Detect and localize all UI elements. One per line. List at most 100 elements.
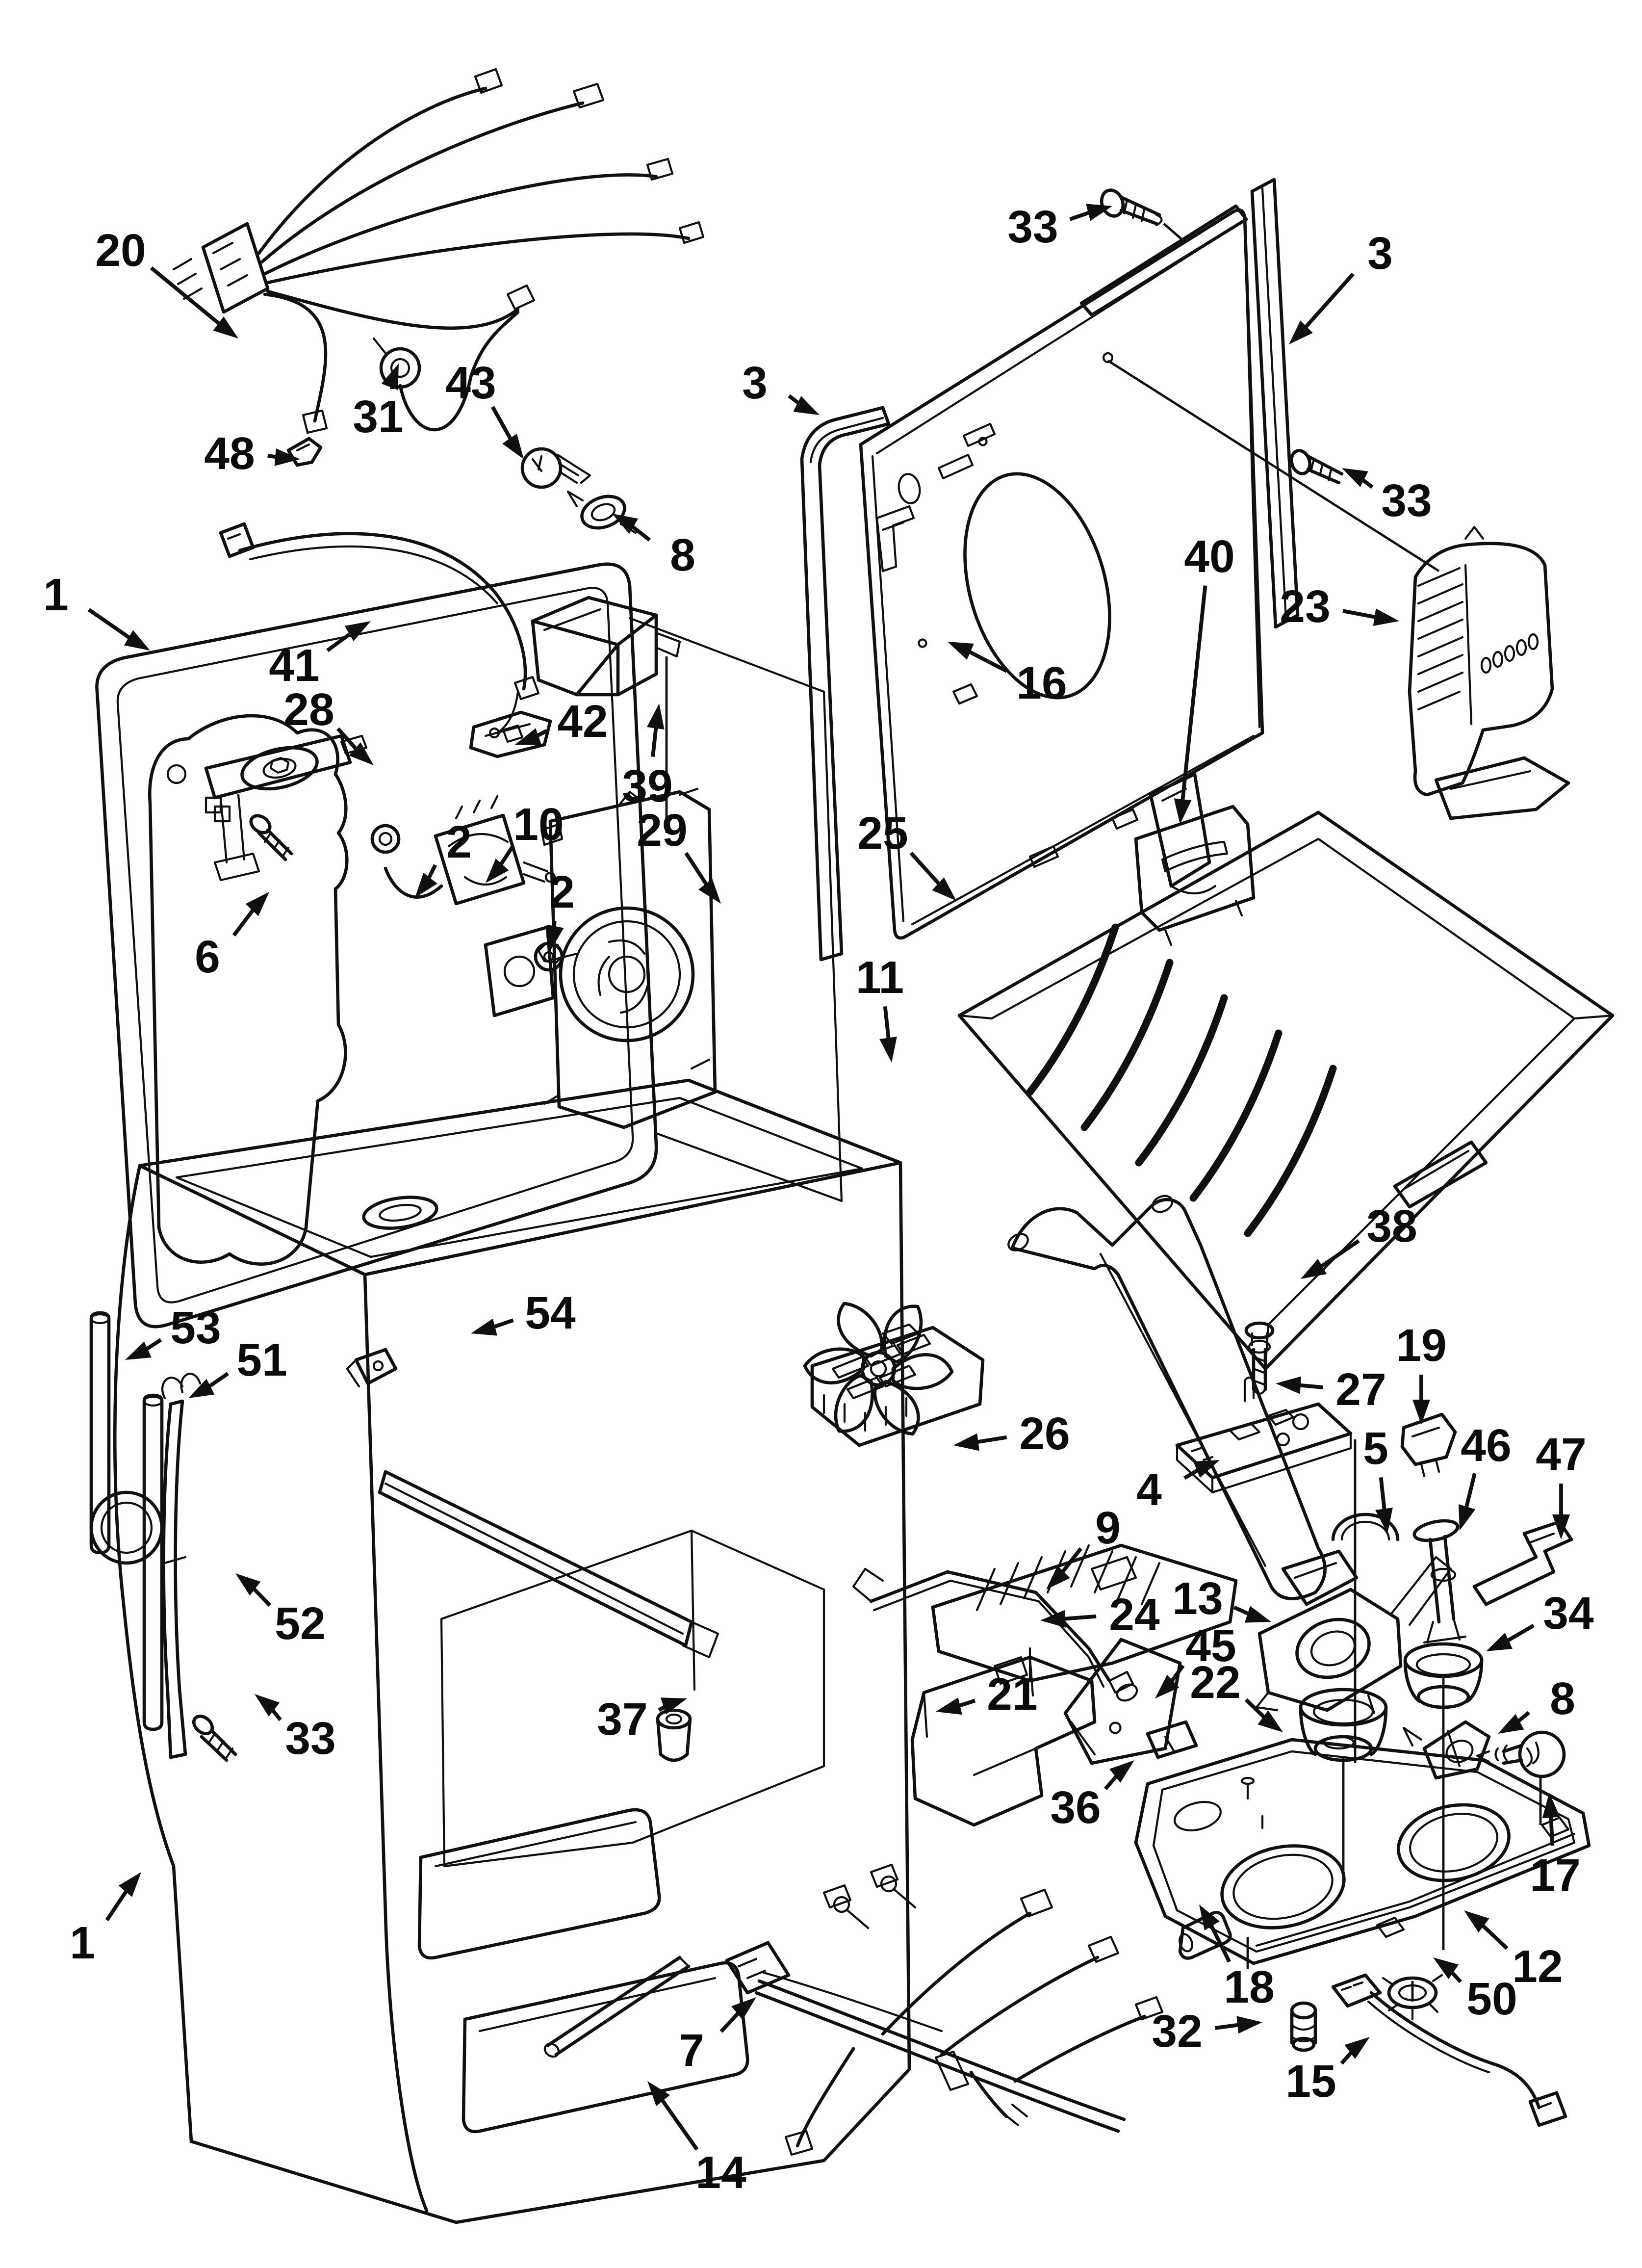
callout-7: 7 [679, 1997, 756, 2076]
callout-arrowhead [793, 396, 820, 415]
callout-arrowhead [647, 2081, 670, 2106]
callout-6: 6 [195, 892, 269, 982]
callout-number: 15 [1285, 2056, 1336, 2107]
callout-2: 2 [546, 866, 575, 951]
callout-arrowhead [188, 1379, 215, 1398]
socket-8 [1402, 1720, 1491, 1780]
callout-10: 10 [486, 799, 564, 883]
callout-number: 48 [204, 428, 255, 479]
callout-arrowhead [125, 1341, 152, 1360]
rail [378, 1470, 719, 1659]
callout-number: 28 [283, 684, 334, 735]
callout-number: 40 [1184, 531, 1234, 582]
callout-number: 7 [679, 2025, 704, 2076]
wire-harness-20 [172, 68, 705, 434]
callout-number: 52 [275, 1598, 325, 1649]
callout-number: 46 [1461, 1420, 1511, 1471]
callout-number: 6 [195, 931, 220, 982]
callout-number: 41 [269, 640, 319, 691]
callout-number: 9 [1095, 1502, 1121, 1553]
lamp-socket-31 [372, 337, 421, 389]
trim-strip-3 [1079, 204, 1248, 317]
coil-loop [89, 1490, 164, 1565]
callout-number: 8 [1550, 1673, 1575, 1724]
callout-3: 3 [1289, 228, 1393, 344]
wire-41 [219, 522, 540, 739]
callout-arrowhead [1046, 1565, 1070, 1590]
callout-2: 2 [415, 816, 472, 898]
refrigerator-liner-1 [113, 1078, 911, 2224]
duct-24 [931, 1543, 1238, 1683]
callout-38: 38 [1301, 1200, 1417, 1279]
callout-arrowhead [1289, 320, 1313, 344]
callout-50: 50 [1433, 1957, 1517, 2024]
callout-number: 21 [987, 1668, 1037, 1720]
callout-arrow-line [909, 852, 945, 890]
callout-arrowhead [381, 364, 399, 391]
callout-number: 33 [1007, 201, 1058, 252]
callout-number: 34 [1543, 1588, 1594, 1639]
callout-number: 17 [1530, 1850, 1580, 1901]
tube-14 [543, 1955, 691, 2058]
callout-arrowhead [486, 859, 509, 883]
clip-48 [286, 437, 323, 467]
callout-46: 46 [1458, 1420, 1512, 1531]
callout-arrowhead [1276, 1376, 1302, 1394]
callout-arrowhead [349, 742, 374, 765]
thermostat-10 [384, 795, 556, 906]
callout-37: 37 [597, 1694, 687, 1745]
callout-number: 31 [353, 391, 403, 442]
callout-arrowhead [1244, 1606, 1271, 1623]
callout-arrowhead [1464, 1910, 1489, 1933]
callout-number: 42 [557, 696, 608, 747]
tube-51 [142, 1393, 164, 1731]
callout-19: 19 [1396, 1320, 1447, 1425]
callout-number: 10 [513, 799, 564, 850]
callout-arrowhead [1344, 2037, 1370, 2059]
callout-29: 29 [637, 805, 721, 904]
callout-arrow-line [657, 2093, 699, 2151]
callout-arrowhead [1236, 2016, 1262, 2034]
callout-arrowhead [879, 1037, 897, 1063]
callout-arrowhead [546, 924, 564, 951]
callout-47: 47 [1536, 1429, 1587, 1539]
callout-arrowhead [344, 621, 371, 642]
callout-number: 2 [446, 816, 472, 867]
callout-arrow-line [1300, 272, 1355, 334]
callout-number: 26 [1019, 1408, 1070, 1459]
callout-number: 27 [1335, 1364, 1386, 1415]
callout-41: 41 [269, 621, 371, 691]
callout-number: 13 [1172, 1573, 1223, 1624]
callout-4: 4 [1136, 1460, 1220, 1515]
callout-number: 24 [1109, 1589, 1160, 1640]
callout-number: 3 [1367, 228, 1393, 279]
callout-arrowhead [646, 704, 665, 730]
callout-8: 8 [1498, 1673, 1575, 1734]
cup-22 [1299, 1688, 1388, 1762]
callout-26: 26 [953, 1408, 1070, 1459]
callout-number: 37 [597, 1694, 647, 1745]
callout-27: 27 [1276, 1364, 1386, 1415]
callout-number: 4 [1136, 1464, 1162, 1515]
callout-arrowhead [1086, 204, 1112, 221]
callout-12: 12 [1464, 1910, 1563, 1992]
callout-arrowhead [1301, 1258, 1327, 1279]
bulb-8 [1476, 1730, 1566, 1778]
callout-arrowhead [1486, 1633, 1513, 1651]
leader-lines [665, 223, 1542, 2002]
callout-48: 48 [204, 428, 300, 479]
callout-number: 8 [670, 529, 695, 580]
callout-arrow-line [87, 608, 136, 643]
callout-11: 11 [856, 952, 904, 1063]
callout-45: 45 [1155, 1620, 1236, 1698]
callout-arrowhead [1433, 1957, 1459, 1979]
clip-54 [346, 1348, 398, 1388]
callout-21: 21 [936, 1668, 1038, 1720]
callout-arrowhead [118, 1872, 141, 1897]
callout-18: 18 [1199, 1904, 1275, 2012]
capsule-18 [1178, 1911, 1232, 1960]
callout-15: 15 [1285, 2037, 1370, 2107]
harness-7 [725, 1863, 1164, 2156]
callout-number: 29 [637, 805, 687, 856]
